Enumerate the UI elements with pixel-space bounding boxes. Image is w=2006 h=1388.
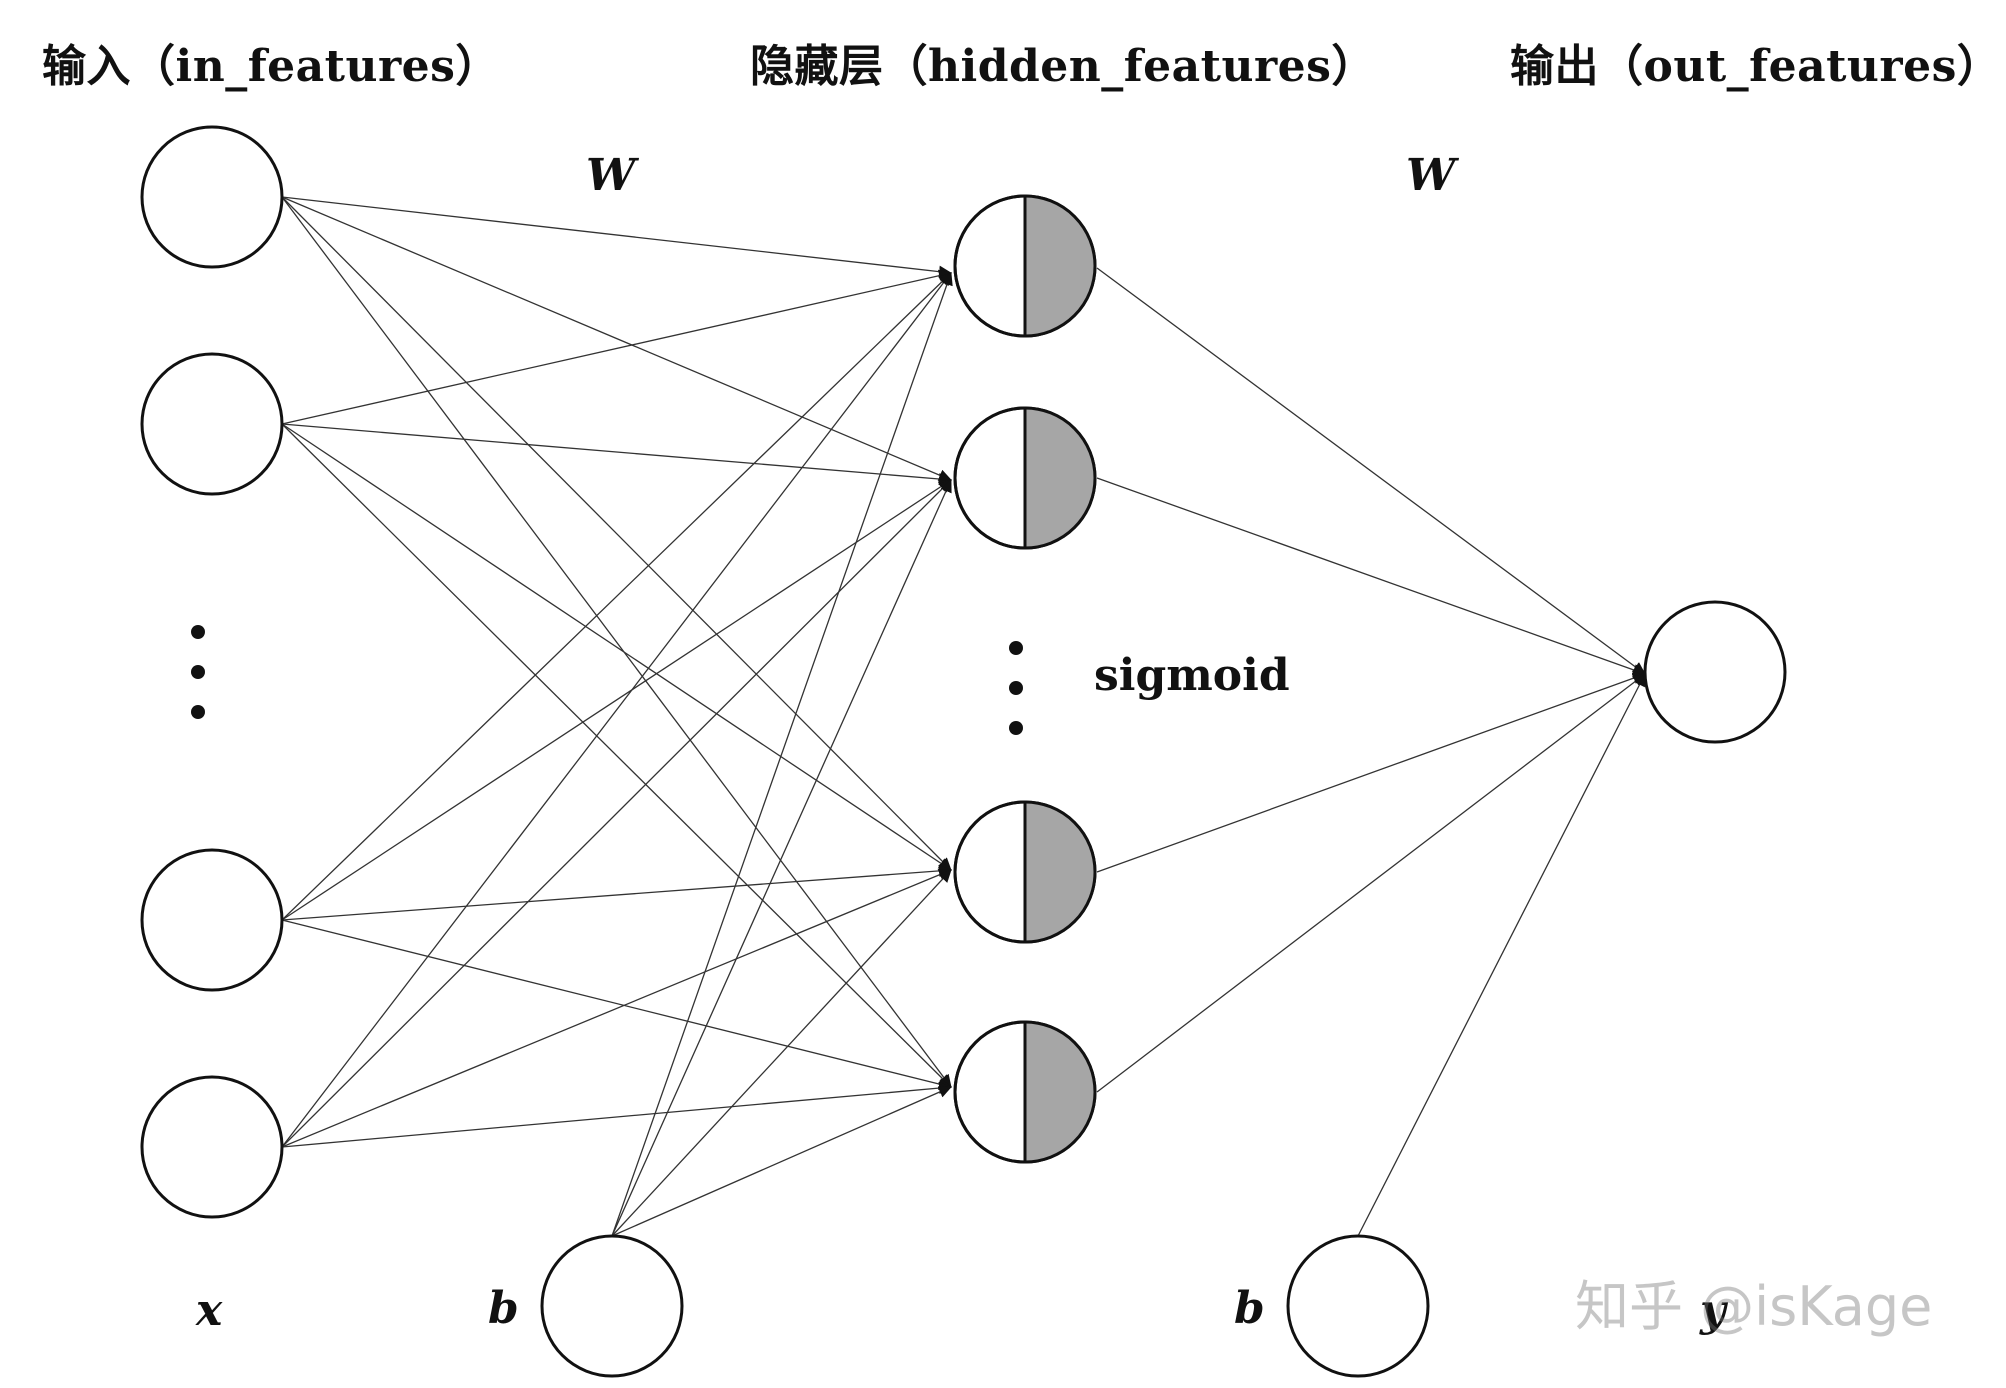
edge [1096,267,1646,675]
weight-label-hidden-output: W [1406,150,1456,201]
input-layer [140,125,284,1219]
ellipsis-dot [1009,721,1023,735]
edge [281,196,952,481]
edge [611,272,953,1237]
edge [1096,673,1646,1093]
hidden-node [953,406,1097,550]
edge [281,272,952,921]
weight-label-input-hidden: W [586,150,636,201]
input-node [140,125,284,269]
edge [281,196,952,871]
ellipsis-dot [191,625,205,639]
edge [281,479,952,921]
hidden-bias-symbol: b [488,1283,519,1334]
hidden-node [953,1020,1097,1164]
activation-label: sigmoid [1094,650,1290,701]
ellipsis-dot [1009,641,1023,655]
edge [281,423,952,1088]
edge [281,479,952,1148]
edge [281,423,952,485]
edge [611,869,952,1237]
edge [281,272,952,1148]
ellipsis-dot [1009,681,1023,695]
edge [611,479,952,1237]
input-hidden-edges [281,196,952,1148]
edge [1096,672,1646,873]
edge [1096,477,1646,676]
output-bias-symbol: b [1234,1283,1265,1334]
input-node [140,352,284,496]
edge [281,869,952,1148]
edge [611,1086,952,1237]
hidden-node [953,800,1097,944]
output-layer-title: 输出（out_features） [1510,41,2002,92]
hidden-bias-edges [611,272,953,1237]
edge [1357,673,1646,1237]
output-bias-node [1286,1234,1430,1378]
edge [281,1082,952,1148]
output-symbol-y: y [1700,1285,1726,1336]
hidden-bias-node [540,1234,684,1378]
hidden-layer-title: 隐藏层（hidden_features） [750,41,1376,92]
edge [281,269,952,425]
watermark: 知乎 @isKage [1575,1275,1933,1338]
hidden-layer [953,194,1097,1164]
input-symbol-x: x [196,1285,223,1336]
input-layer-title: 输入（in_features） [42,41,500,92]
output-node [1643,600,1787,744]
edge [281,196,952,1088]
edge [281,423,952,871]
ellipsis-dot [191,705,205,719]
edge [281,919,952,1090]
hidden-node [953,194,1097,338]
input-node [140,848,284,992]
edge [281,196,952,278]
input-node [140,1075,284,1219]
edge [281,864,952,921]
hidden-output-edges [1096,267,1646,1237]
ellipsis-dot [191,665,205,679]
